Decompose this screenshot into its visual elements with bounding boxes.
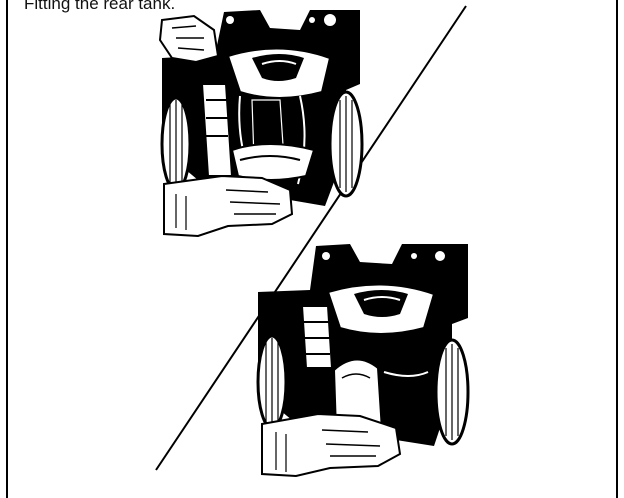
upper-panel-illustration xyxy=(160,10,362,236)
lower-panel-illustration xyxy=(258,244,468,476)
figure-illustration xyxy=(0,0,624,485)
